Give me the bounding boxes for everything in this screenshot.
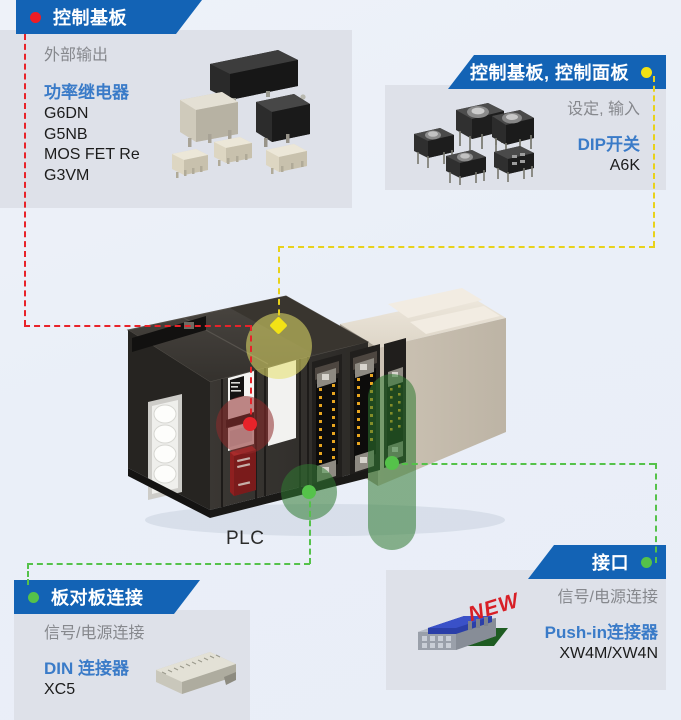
category-push-in-connector: Push-in连接器 [544,623,658,643]
banner-board-to-board[interactable]: 板对板连接 [14,580,200,614]
usage-control-board: 外部输出 [44,47,109,64]
model-control-board-2: MOS FET Re [44,146,140,164]
banner-dot-green-left [28,592,39,603]
line-red-horizontal [24,325,251,327]
line-red-vertical-right [250,325,252,425]
model-control-board-1: G5NB [44,125,88,143]
banner-label-board-to-board: 板对板连接 [51,588,144,608]
banner-control-board[interactable]: 控制基板 [16,0,202,34]
line-green-horizontal-left [27,563,310,565]
model-control-board-0: G6DN [44,105,89,123]
dip-switch-photo-group [410,100,540,185]
line-yellow-vertical-left [278,246,280,326]
banner-label-control-board: 控制基板 [53,8,127,28]
panel-text-control-board: 外部输出 功率继电器 G6DN G5NB MOS FET Re G3VM [44,46,140,186]
line-yellow-vertical-right [653,76,655,247]
usage-din-connector: 信号/电源连接 [44,625,145,642]
line-green-vertical-left [27,563,29,585]
panel-text-board-to-board: 信号/电源连接 DIN 连接器 XC5 [44,624,144,701]
plc-label: PLC [226,528,265,549]
usage-push-in-connector: 信号/电源连接 [557,589,658,606]
din-connector-photo [152,650,244,698]
banner-dot-green-right [641,556,652,568]
banner-control-board-control-panel[interactable]: 控制基板, 控制面板 [448,55,666,89]
model-control-board-3: G3VM [44,166,90,184]
banner-label-control-board-control-panel: 控制基板, 控制面板 [469,63,629,83]
banner-dot-yellow [641,66,652,78]
model-push-in-connector-0: XW4M/XW4N [559,645,658,663]
line-green-vertical-right [655,463,657,563]
panel-text-interface: 信号/电源连接 Push-in连接器 XW4M/XW4N [490,588,658,665]
banner-interface[interactable]: 接口 [528,545,666,579]
marker-green-lower [302,485,316,499]
marker-green-connector [385,456,399,470]
model-dip-switch-0: A6K [609,157,640,175]
line-yellow-horizontal [278,246,655,248]
category-control-board: 功率继电器 [44,83,129,103]
line-red-vertical-left [24,34,26,326]
banner-dot-red [30,12,41,23]
banner-label-interface: 接口 [592,553,629,573]
category-din-connector: DIN 连接器 [44,659,129,679]
marker-red [243,417,257,431]
push-in-connector-photo [412,606,522,664]
panel-text-control-board-control-panel: 设定, 输入 DIP开关 A6K [480,100,640,177]
line-green-vertical-center [309,492,311,564]
category-dip-switch: DIP开关 [577,135,640,155]
model-din-connector-0: XC5 [44,681,76,699]
line-green-horizontal-right [392,463,655,465]
relay-photo-group [170,42,345,192]
usage-dip-switch: 设定, 输入 [567,101,640,118]
